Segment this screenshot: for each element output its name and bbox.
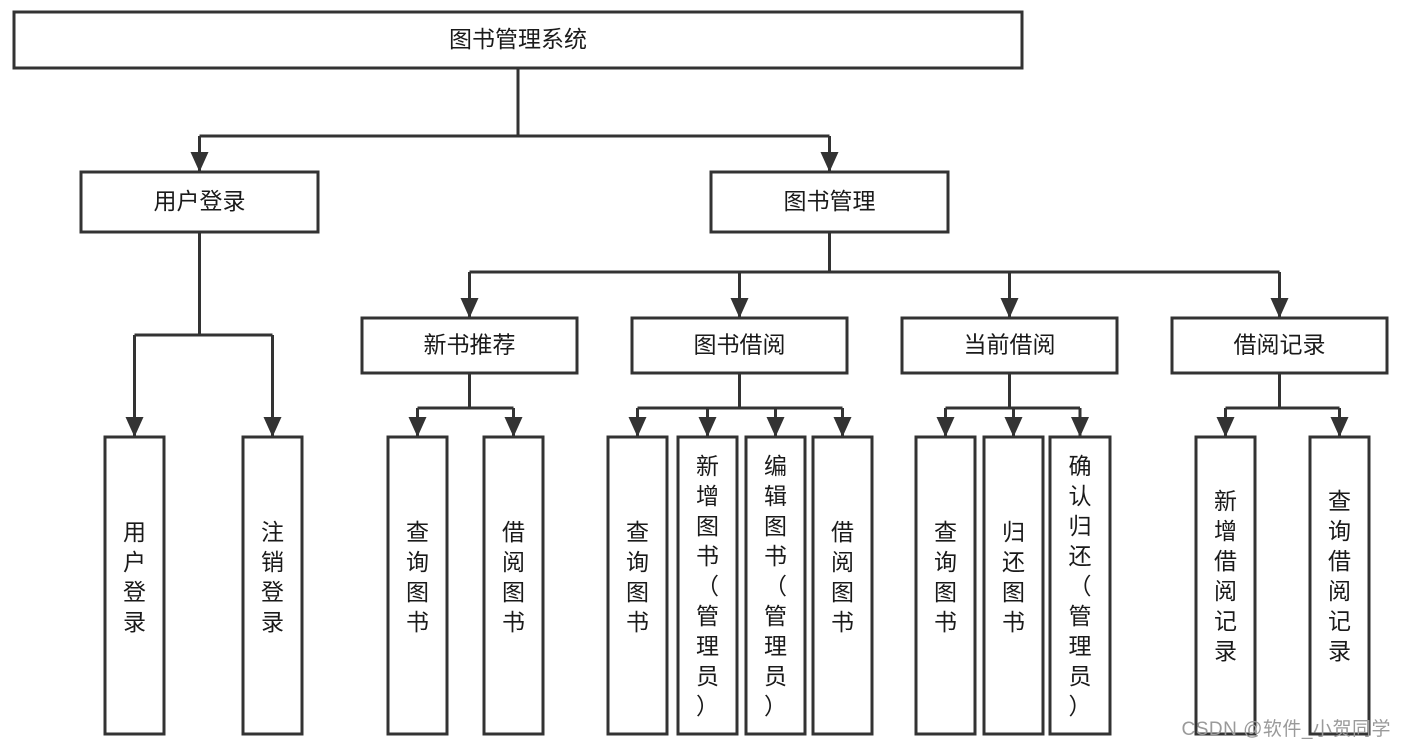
node-label-book-borrow: 图书借阅 — [694, 332, 786, 358]
node-box-leaf-query-book-2[interactable] — [606, 435, 669, 736]
node-leaf-query-book-2[interactable]: 查询图书 — [606, 435, 669, 736]
node-leaf-user-login[interactable]: 用户登录 — [103, 435, 166, 736]
node-box-book-management[interactable] — [709, 170, 950, 234]
node-box-leaf-query-book-1[interactable] — [386, 435, 449, 736]
node-label-leaf-borrow-book-1: 借阅图书 — [502, 519, 525, 635]
arrow-head-icon-leaf-return-book — [1004, 417, 1023, 437]
node-user-login[interactable]: 用户登录 — [79, 170, 320, 234]
node-label-leaf-return-book: 归还图书 — [1002, 519, 1025, 635]
arrow-head-icon-current-borrow — [1000, 298, 1019, 318]
node-label-leaf-query-record: 查询借阅记录 — [1328, 488, 1351, 664]
node-borrow-record[interactable]: 借阅记录 — [1170, 316, 1389, 375]
node-box-leaf-edit-book[interactable] — [744, 435, 807, 736]
node-box-leaf-borrow-book-2[interactable] — [811, 435, 874, 736]
node-box-leaf-return-book[interactable] — [982, 435, 1045, 736]
node-leaf-confirm-return[interactable]: 确认归还（管理员） — [1048, 435, 1112, 736]
node-label-current-borrow: 当前借阅 — [964, 332, 1056, 358]
node-label-leaf-add-record: 新增借阅记录 — [1214, 488, 1237, 664]
node-box-current-borrow[interactable] — [900, 316, 1119, 375]
node-leaf-add-book[interactable]: 新增图书（管理员） — [676, 435, 739, 736]
node-box-leaf-query-record[interactable] — [1308, 435, 1371, 736]
node-label-leaf-confirm-return: 确认归还（管理员） — [1069, 453, 1092, 719]
node-label-new-book-recommend: 新书推荐 — [424, 332, 516, 358]
node-leaf-query-record[interactable]: 查询借阅记录 — [1308, 435, 1371, 736]
node-label-book-management: 图书管理 — [784, 188, 876, 214]
node-leaf-add-record[interactable]: 新增借阅记录 — [1194, 435, 1257, 736]
arrow-head-icon-leaf-confirm-return — [1071, 417, 1089, 437]
node-box-borrow-record[interactable] — [1170, 316, 1389, 375]
node-box-leaf-add-book[interactable] — [676, 435, 739, 736]
arrow-head-icon-leaf-query-book-2 — [628, 417, 647, 437]
arrow-head-icon-leaf-add-book — [698, 417, 717, 437]
node-leaf-query-book-3[interactable]: 查询图书 — [914, 435, 977, 736]
node-label-leaf-query-book-1: 查询图书 — [406, 519, 429, 635]
node-book-management[interactable]: 图书管理 — [709, 170, 950, 234]
node-box-leaf-logout[interactable] — [241, 435, 304, 736]
csdn-watermark: CSDN @软件_小贺同学 — [1181, 719, 1391, 740]
node-label-leaf-edit-book: 编辑图书（管理员） — [764, 453, 787, 719]
arrow-head-icon-user-login — [190, 152, 209, 172]
arrow-head-icon-new-book-recommend — [460, 298, 479, 318]
node-box-leaf-query-book-3[interactable] — [914, 435, 977, 736]
arrow-head-icon-leaf-user-login — [125, 417, 144, 437]
node-box-book-borrow[interactable] — [630, 316, 849, 375]
node-leaf-edit-book[interactable]: 编辑图书（管理员） — [744, 435, 807, 736]
node-boxes: 图书管理系统用户登录图书管理新书推荐图书借阅当前借阅借阅记录用户登录注销登录查询… — [12, 10, 1389, 736]
node-leaf-return-book[interactable]: 归还图书 — [982, 435, 1045, 736]
arrow-head-icon-leaf-borrow-book-2 — [833, 417, 852, 437]
node-new-book-recommend[interactable]: 新书推荐 — [360, 316, 579, 375]
arrow-head-icon-leaf-query-record — [1330, 417, 1349, 437]
node-box-user-login[interactable] — [79, 170, 320, 234]
node-label-leaf-borrow-book-2: 借阅图书 — [831, 519, 854, 635]
node-label-borrow-record: 借阅记录 — [1234, 332, 1326, 358]
node-current-borrow[interactable]: 当前借阅 — [900, 316, 1119, 375]
arrow-head-icon-book-management — [820, 152, 839, 172]
arrow-head-icon-leaf-logout — [263, 417, 282, 437]
node-box-leaf-add-record[interactable] — [1194, 435, 1257, 736]
connector-lines — [125, 68, 1349, 437]
node-leaf-borrow-book-1[interactable]: 借阅图书 — [482, 435, 545, 736]
node-box-leaf-confirm-return[interactable] — [1048, 435, 1112, 736]
node-label-leaf-user-login: 用户登录 — [123, 519, 146, 635]
arrow-head-icon-leaf-borrow-book-1 — [504, 417, 523, 437]
node-leaf-borrow-book-2[interactable]: 借阅图书 — [811, 435, 874, 736]
node-box-leaf-user-login[interactable] — [103, 435, 166, 736]
node-box-root[interactable] — [12, 10, 1024, 70]
arrow-head-icon-leaf-add-record — [1216, 417, 1235, 437]
node-label-leaf-logout: 注销登录 — [261, 519, 284, 635]
node-label-root: 图书管理系统 — [449, 26, 587, 52]
node-root[interactable]: 图书管理系统 — [12, 10, 1024, 70]
arrow-head-icon-book-borrow — [730, 298, 749, 318]
node-label-leaf-query-book-2: 查询图书 — [626, 519, 649, 635]
arrow-head-icon-leaf-query-book-1 — [408, 417, 427, 437]
node-leaf-logout[interactable]: 注销登录 — [241, 435, 304, 736]
node-box-new-book-recommend[interactable] — [360, 316, 579, 375]
arrow-head-icon-leaf-edit-book — [766, 417, 785, 437]
node-box-leaf-borrow-book-1[interactable] — [482, 435, 545, 736]
node-book-borrow[interactable]: 图书借阅 — [630, 316, 849, 375]
node-leaf-query-book-1[interactable]: 查询图书 — [386, 435, 449, 736]
node-label-leaf-add-book: 新增图书（管理员） — [696, 453, 719, 719]
arrow-head-icon-leaf-query-book-3 — [936, 417, 955, 437]
arrow-head-icon-borrow-record — [1270, 298, 1289, 318]
node-label-leaf-query-book-3: 查询图书 — [934, 519, 957, 635]
node-label-user-login: 用户登录 — [154, 188, 246, 214]
